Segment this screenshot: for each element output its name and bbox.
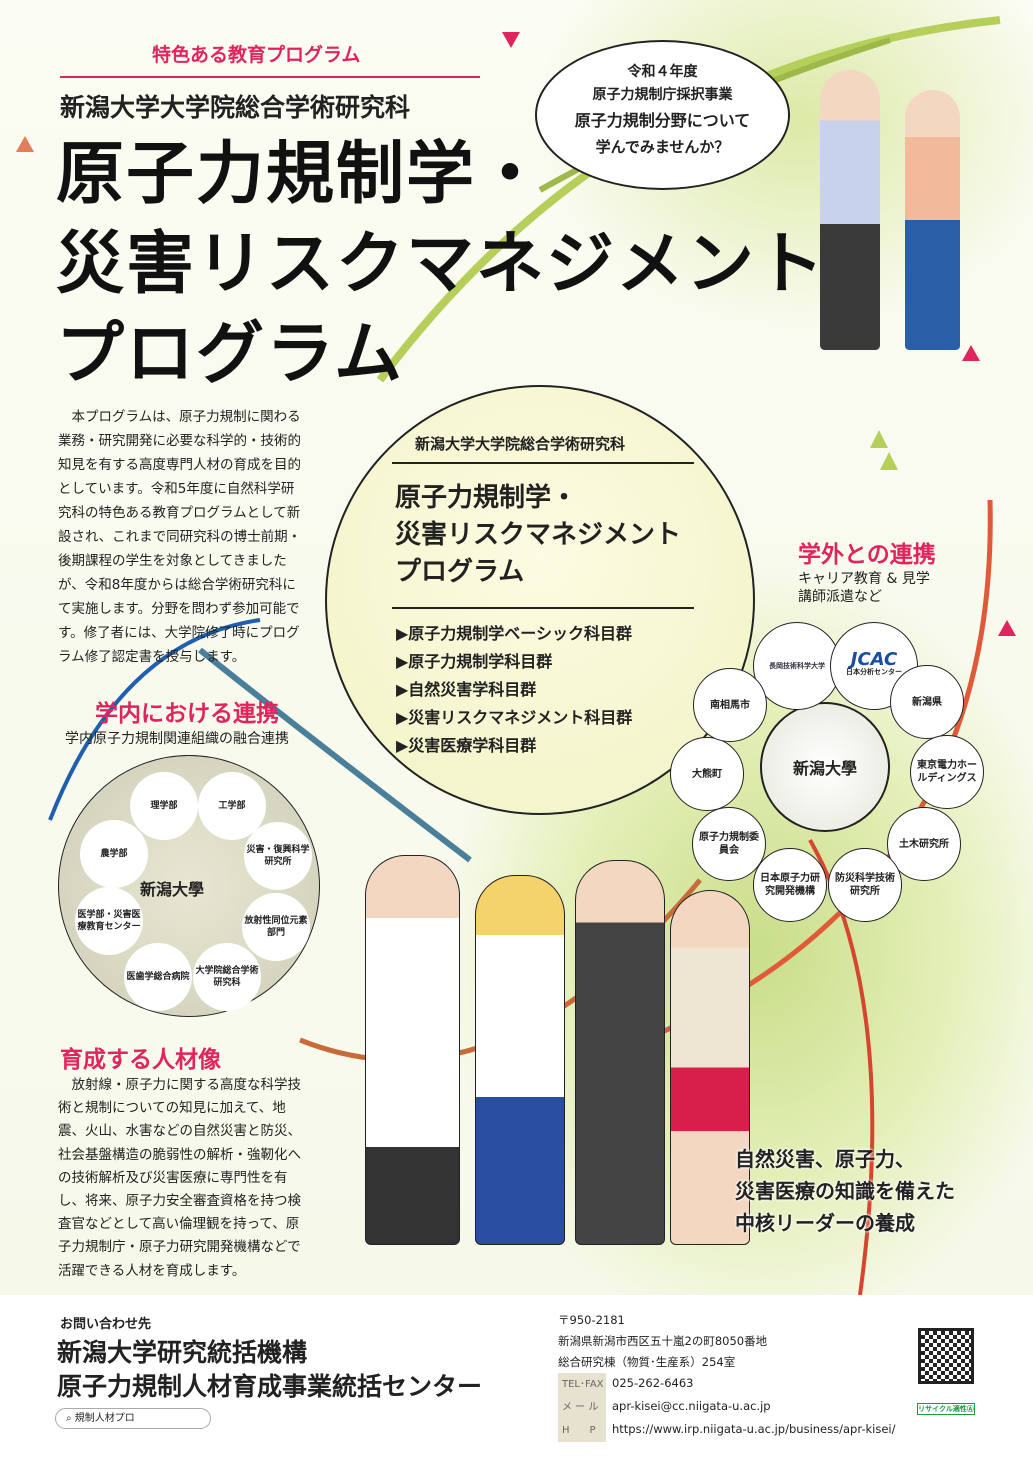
search-box[interactable]: ⌕ 規制人材プロ — [55, 1408, 211, 1429]
student-illustration — [820, 70, 880, 350]
tagline: 特色ある教育プログラム — [152, 44, 361, 66]
businessman-illustration — [575, 860, 665, 1245]
partner-nagaoka: 長岡技術科学大学 — [753, 622, 841, 710]
center-title: 原子力規制学・ 災害リスクマネジメント プログラム — [395, 483, 682, 587]
talent-text: 放射線・原子力に関する高度な科学技術と規制についての知見に加えて、地震、火山、水… — [58, 1077, 301, 1279]
email-link[interactable]: apr-kisei@cc.niigata-u.ac.jp — [612, 1399, 771, 1413]
unit-hospital: 医歯学総合病院 — [124, 943, 192, 1011]
course-item: ▶災害医療学科目群 — [396, 736, 537, 755]
intro-text: 本プログラムは、原子力規制に関わる業務・研究開発に必要な科学的・技術的知見を有す… — [58, 409, 302, 665]
unit-disaster-institute: 災害・復興科学研究所 — [244, 822, 312, 890]
niigata-university-hub: 新潟大學 — [760, 702, 890, 832]
unit-science: 理学部 — [130, 772, 198, 840]
course-item: ▶自然災害学科目群 — [396, 680, 537, 699]
external-sub: キャリア教育 & 見学 講師派遣など — [798, 571, 930, 605]
unit-graduate-school: 大学院総合学術研究科 — [193, 943, 261, 1011]
researcher-illustration — [475, 875, 565, 1245]
center-school: 新潟大学大学院総合学術研究科 — [415, 435, 626, 453]
unit-engineering: 工学部 — [198, 772, 266, 840]
triangle-icon — [16, 136, 34, 152]
triangle-icon — [880, 452, 898, 470]
partner-niigata-pref: 新潟県 — [890, 665, 964, 739]
internal-title: 学内における連携 — [95, 701, 279, 727]
external-title: 学外との連携 — [798, 542, 936, 568]
course-item: ▶原子力規制学ベーシック科目群 — [396, 624, 632, 643]
slogan: 自然災害、原子力、 災害医療の知識を備えた 中核リーダーの養成 — [735, 1147, 955, 1235]
partner-minamisoma: 南相馬市 — [693, 668, 767, 742]
divider — [392, 607, 694, 609]
program-circle — [325, 385, 755, 815]
course-list: ▶原子力規制学ベーシック科目群 ▶原子力規制学科目群 ▶自然災害学科目群 ▶災害… — [396, 620, 632, 760]
partner-nra: 原子力規制委員会 — [692, 807, 766, 881]
contact-label: お問い合わせ先 — [60, 1317, 152, 1332]
speech-bubble: 令和４年度 原子力規制庁採択事業 原子力規制分野について 学んでみませんか？ — [535, 40, 790, 190]
recycle-mark: リサイクル適性Ⓐ — [917, 1403, 975, 1415]
partner-jaea: 日本原子力研究開発機構 — [753, 848, 827, 922]
unit-agriculture: 農学部 — [80, 820, 148, 888]
unit-medicine: 医学部・災害医療教育センター — [75, 887, 143, 955]
divider — [392, 462, 694, 464]
contact-details: 〒950-2181 新潟県新潟市西区五十嵐2の町8050番地 総合研究棟（物質･… — [558, 1310, 895, 1442]
course-item: ▶原子力規制学科目群 — [396, 652, 553, 671]
internal-sub: 学内原子力規制関連組織の融合連携 — [65, 731, 289, 747]
partner-bosai: 防災科学技術研究所 — [828, 848, 902, 922]
course-item: ▶災害リスクマネジメント科目群 — [396, 708, 633, 727]
website-link[interactable]: https://www.irp.niigata-u.ac.jp/business… — [612, 1422, 896, 1436]
unit-radioisotope: 放射性同位元素部門 — [242, 893, 310, 961]
internal-hub: 新潟大學 — [140, 880, 205, 899]
search-icon: ⌕ — [66, 1413, 75, 1424]
woman-illustration — [670, 890, 750, 1245]
divider — [60, 76, 480, 78]
triangle-icon — [502, 32, 520, 48]
triangle-icon — [870, 430, 888, 448]
student-illustration — [905, 90, 960, 350]
triangle-icon — [998, 620, 1016, 636]
triangle-icon — [962, 345, 980, 361]
partner-pwri: 土木研究所 — [887, 807, 961, 881]
researcher-illustration — [365, 855, 460, 1245]
contact-org: 新潟大学研究統括機構 原子力規制人材育成事業統括センター — [57, 1338, 483, 1401]
partner-okuma: 大熊町 — [670, 737, 744, 811]
school-name: 新潟大学大学院総合学術研究科 — [60, 93, 411, 122]
talent-title: 育成する人材像 — [60, 1047, 221, 1073]
qr-code[interactable] — [918, 1328, 974, 1384]
page-title: 原子力規制学・ 災害リスクマネジメント プログラム — [56, 135, 827, 394]
partner-tepco: 東京電力ホールディングス — [910, 735, 984, 809]
